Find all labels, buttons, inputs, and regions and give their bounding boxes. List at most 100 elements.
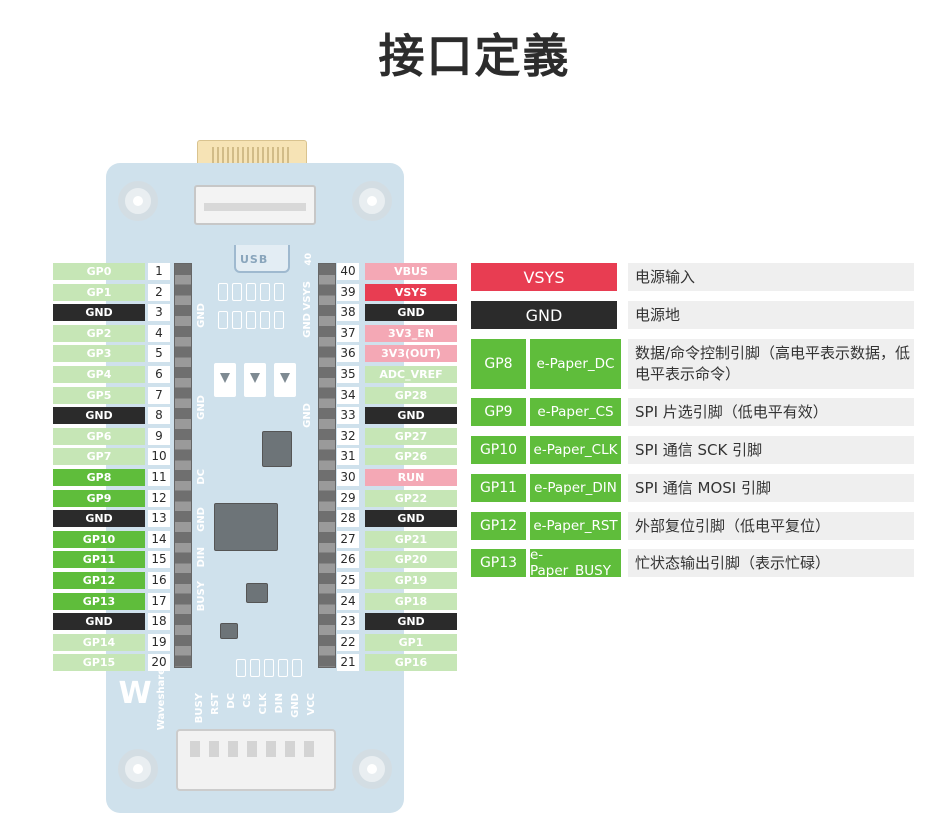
function-cell: e-Paper_CLK <box>530 436 621 464</box>
pin-number: 23 <box>337 613 359 631</box>
pin-name: GP14 <box>53 633 145 651</box>
pin-name: GP20 <box>365 551 457 569</box>
pin-name: GP7 <box>53 448 145 466</box>
smd-capacitor <box>246 311 256 329</box>
pin-name: GND <box>365 407 457 425</box>
silk-din: DIN <box>196 547 207 568</box>
transistor <box>214 363 236 397</box>
transistor <box>274 363 296 397</box>
gnd-label: GND <box>471 301 617 329</box>
gpio-cell: GP11 <box>471 474 526 502</box>
pin-number: 38 <box>337 304 359 322</box>
gpio-cell: GP13 <box>471 549 526 577</box>
function-cell: e-Paper_RST <box>530 512 621 540</box>
gpio-cell: GP12 <box>471 512 526 540</box>
pin-number: 9 <box>148 427 170 445</box>
pin-number: 6 <box>148 366 170 383</box>
pin-number: 32 <box>337 427 359 445</box>
silk-bottom-dc: DC <box>226 693 237 709</box>
silk-gnd-3: GND <box>196 507 207 532</box>
silk-vsys: VSYS <box>302 281 313 311</box>
gpio-cell: GP8 <box>471 339 526 389</box>
pin-number: 14 <box>148 530 170 548</box>
pin-name: GP16 <box>365 654 457 672</box>
level-shifter-ic <box>214 498 278 556</box>
table-row-gnd: GND 电源地 <box>471 301 914 329</box>
silk-gnd-r1: GND <box>302 313 313 338</box>
pin-number: 7 <box>148 386 170 404</box>
pin-number: 37 <box>337 324 359 342</box>
pin-number: 10 <box>148 448 170 466</box>
pin-number: 26 <box>337 551 359 569</box>
silk-bottom-cs: CS <box>242 693 253 708</box>
pin-number: 15 <box>148 551 170 569</box>
smd-resistor <box>278 659 288 677</box>
small-ic <box>246 583 268 603</box>
pin-number: 40 <box>337 263 359 280</box>
pin-name: GP8 <box>53 469 145 486</box>
pin-number: 11 <box>148 469 170 486</box>
pin-number: 17 <box>148 592 170 610</box>
pin-number: 33 <box>337 407 359 425</box>
pin-name: GP0 <box>53 263 145 280</box>
silk-gnd-1: GND <box>196 303 207 328</box>
fpc-connector <box>194 185 316 225</box>
pin-name: GP27 <box>365 427 457 445</box>
pin-number: 16 <box>148 572 170 589</box>
pin-name: GND <box>53 407 145 425</box>
gpio-cell: GP9 <box>471 398 526 426</box>
smd-resistor <box>292 659 302 677</box>
gpio-cell: GP10 <box>471 436 526 464</box>
description-cell: SPI 通信 MOSI 引脚 <box>628 474 914 502</box>
waveshare-logo-icon: W <box>118 676 152 711</box>
pin-number: 5 <box>148 345 170 363</box>
jst-connector <box>176 729 336 791</box>
pin-number: 3 <box>148 304 170 322</box>
silk-bottom-vcc: VCC <box>306 693 317 716</box>
pin-number: 13 <box>148 510 170 528</box>
pin-number: 28 <box>337 510 359 528</box>
mounting-hole-top-left <box>118 181 158 221</box>
smd-capacitor <box>274 311 284 329</box>
pin-name: GP4 <box>53 366 145 383</box>
pin-name: GND <box>53 613 145 631</box>
pin-number: 35 <box>337 366 359 383</box>
silk-gnd-2: GND <box>196 395 207 420</box>
small-ic <box>220 623 238 639</box>
silk-bottom-rst: RST <box>210 693 221 715</box>
smd-capacitor <box>218 311 228 329</box>
pin-number: 34 <box>337 386 359 404</box>
pin-number: 31 <box>337 448 359 466</box>
usb-outline <box>234 245 290 273</box>
vsys-label: VSYS <box>471 263 617 291</box>
pin-number: 39 <box>337 283 359 301</box>
page-title: 接口定義 <box>378 29 571 83</box>
smd-resistor <box>218 283 228 301</box>
pin-number: 29 <box>337 489 359 507</box>
description-cell: 数据/命令控制引脚（高电平表示数据，低电平表示命令） <box>628 339 914 389</box>
pin-number: 22 <box>337 633 359 651</box>
pin-name: GND <box>53 510 145 528</box>
description-cell: SPI 片选引脚（低电平有效） <box>628 398 914 426</box>
pin-number: 25 <box>337 572 359 589</box>
header-number-right: 40 <box>304 253 314 266</box>
pin-number: 1 <box>148 263 170 280</box>
pin-name: GND <box>365 510 457 528</box>
smd-resistor <box>232 283 242 301</box>
pin-number: 21 <box>337 654 359 672</box>
pin-name: GP19 <box>365 572 457 589</box>
mounting-hole-top-right <box>352 181 392 221</box>
pin-name: GP3 <box>53 345 145 363</box>
function-cell: e-Paper_DC <box>530 339 621 389</box>
pin-name: GP5 <box>53 386 145 404</box>
description-cell: 忙状态输出引脚（表示忙碌） <box>628 549 914 577</box>
smd-capacitor <box>260 311 270 329</box>
pin-name: GP15 <box>53 654 145 672</box>
pin-name: GP26 <box>365 448 457 466</box>
pin-number: 24 <box>337 592 359 610</box>
driver-board: USB 40 GND GND DC GND DIN BUSY VSYS GND … <box>106 163 404 813</box>
